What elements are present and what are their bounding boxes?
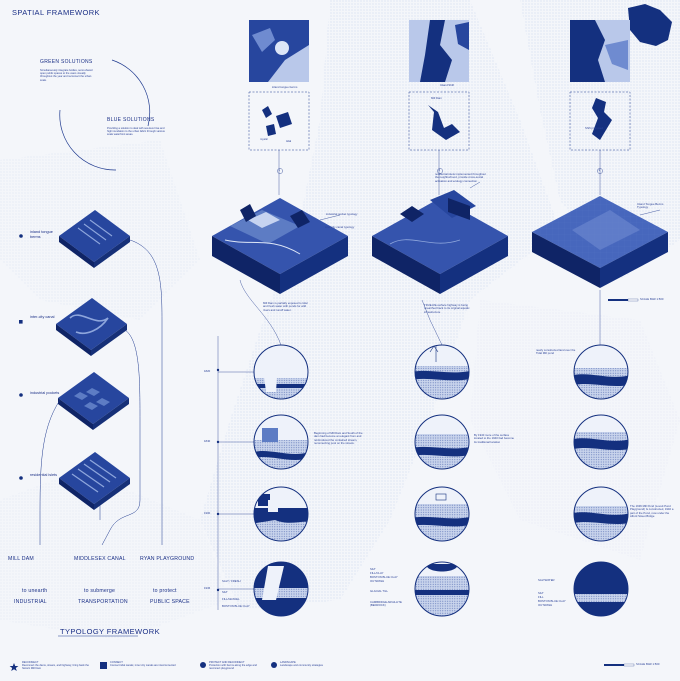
map-caption-4: Mill Dam [431, 96, 442, 100]
site-action-2: to submerge [84, 588, 116, 594]
legend-title: RECONNECT [22, 661, 39, 664]
typology-label-4: residential islets [30, 473, 58, 477]
map-thumb-1 [249, 20, 309, 82]
soil-left-1: SALT / FRESH [222, 579, 241, 583]
legend-title: PROTECT AND RECONNECT [209, 661, 245, 664]
map-caption-3: tidal [286, 139, 292, 143]
map-thumb-3 [570, 20, 630, 82]
section-circle-3-1 [573, 344, 629, 400]
section-circle-1-4 [253, 561, 309, 617]
legend-title: LANDSCAPE [280, 661, 296, 664]
callout-1840: Beginning of Mill Dam and South of the d… [314, 431, 363, 446]
site-name-3: RYAN PLAYGROUND [140, 556, 195, 562]
map-caption-6: Shift proposed [585, 126, 604, 130]
site-name-1: MILL DAM [8, 556, 34, 562]
legend-item-2: CONNECT Connect tidal canals; inner city… [110, 661, 194, 667]
soil-mid-4: OUTWASH [370, 579, 385, 583]
callout-berms: Inland Tongue Berms Typology [637, 202, 664, 210]
block-number-3: 3 [598, 168, 601, 172]
typology-label-1: inland tongue berms [30, 230, 53, 239]
timeline-year-1: 1820 [204, 369, 211, 373]
soil-mid-6: CAMBRIDGE ARGILLITE (BEDROCK) [370, 600, 402, 608]
square-icon [100, 662, 107, 669]
soil-right-1: SALTWATER [538, 578, 555, 582]
soil-left-2: SILT [222, 590, 228, 594]
timeline-year-3: 1900 [204, 511, 211, 515]
legend-text: Reconnect the dams, stream, and highway;… [22, 664, 89, 671]
soil-mid-3: BOSTON BLUE CLAY [370, 575, 398, 579]
soil-right-2: SILT [538, 591, 544, 595]
site-action-3: to protect [153, 588, 177, 594]
typology-tile-3 [58, 372, 129, 430]
dot-icon [200, 662, 206, 668]
callout-1936: The 1936 Mill Pond (Lovett Pond Playgrou… [630, 504, 674, 519]
block-number-2: 2 [438, 168, 441, 172]
typology-tile-2 [56, 298, 127, 356]
dot-icon [271, 662, 277, 668]
site-action-1: to unearth [22, 588, 48, 594]
soil-left-3: FILL/GRAVEL [222, 597, 240, 601]
section-circle-1-2 [253, 414, 309, 470]
callout-mill-dam: Mill Dam is partially exposed to tidal a… [263, 301, 308, 312]
spatial-framework-heading: SPATIAL FRAMEWORK [12, 8, 100, 17]
callout-highway: TRUE-RE-surface highway is being unearth… [424, 303, 470, 314]
map-caption-5: Inland Shift [440, 83, 454, 87]
timeline-year-4: 1936 [204, 586, 211, 590]
typology-tile-1 [59, 210, 130, 268]
typology-label-3: industrial pockets [30, 391, 60, 395]
blue-solutions-text: Providing a solution to deal with sea le… [107, 127, 165, 137]
site-theme-2: TRANSPORTATION [78, 599, 128, 605]
site-block-1 [212, 198, 348, 294]
typology-framework-heading: TYPOLOGY FRAMEWORK [60, 627, 160, 636]
section-circle-2-2 [414, 414, 470, 470]
site-name-2: MIDDLESEX CANAL [74, 556, 126, 562]
section-circle-3-4 [573, 561, 629, 617]
legend-title: CONNECT [110, 661, 123, 664]
scale-label-top: SCALE BAR 1:500 [640, 297, 664, 301]
soil-mid-5: GLACIAL TILL [370, 589, 389, 593]
soil-right-3: FILL [538, 595, 544, 599]
star-icon [9, 663, 19, 671]
block-number-1: 1 [278, 168, 281, 172]
typology-label-2: inter-city canal [30, 315, 55, 319]
site-block-3 [532, 196, 668, 288]
green-solutions-text: Simultaneously integrate bodies, semi-sh… [40, 69, 93, 82]
soil-right-4: BOSTON BLUE CLAY [538, 599, 566, 603]
soil-right-5: OUTWASH [538, 603, 553, 607]
green-solutions-title: GREEN SOLUTIONS [40, 59, 93, 65]
section-circle-2-3 [414, 486, 470, 542]
site-theme-3: PUBLIC SPACE [150, 599, 190, 605]
legend-item-4: LANDSCAPE Landscape and community strate… [280, 661, 340, 667]
map-thumb-2 [409, 20, 469, 82]
callout-new-land: newly constructed land over the Tidal Mi… [536, 348, 576, 356]
legend-text: Protection with berms along the edge and… [209, 664, 257, 671]
corner-map-fragment [628, 4, 672, 46]
blue-solutions-title: BLUE SOLUTIONS [107, 117, 155, 123]
legend-text: Connect tidal canals; inner city canals … [110, 664, 176, 668]
scale-label-bottom: SCALE BAR 1:500 [636, 662, 660, 666]
timeline-year-2: 1840 [204, 439, 211, 443]
soil-left-4: BOSTON BLUE CLAY [222, 604, 250, 608]
site-block-2 [372, 190, 508, 294]
typology-tile-4 [59, 452, 130, 510]
legend-item-1: RECONNECT Reconnect the dams, stream, an… [22, 661, 94, 671]
map-caption-2: mystic [260, 137, 268, 141]
section-circle-1-1 [253, 344, 309, 400]
scale-bar-bottom [604, 663, 635, 667]
site-theme-1: INDUSTRIAL [14, 599, 47, 605]
callout-residential: residential islets implemented throughou… [435, 172, 486, 183]
scale-bar-top [608, 298, 639, 302]
callout-canal: inter-city canal typology [325, 225, 355, 229]
callout-industrial: industrial pocket typology [326, 212, 358, 216]
map-caption-1: inland tongue berms [272, 85, 298, 89]
section-circle-2-4 [414, 561, 470, 617]
soil-mid-1: SILT [370, 567, 376, 571]
legend-item-3: PROTECT AND RECONNECT Protection with be… [209, 661, 267, 671]
callout-1940: By 1940 more of the surface located to t… [474, 433, 514, 444]
soil-mid-2: FILL/CLAY [370, 571, 384, 575]
legend-text: Landscape and community strategies [280, 664, 323, 668]
